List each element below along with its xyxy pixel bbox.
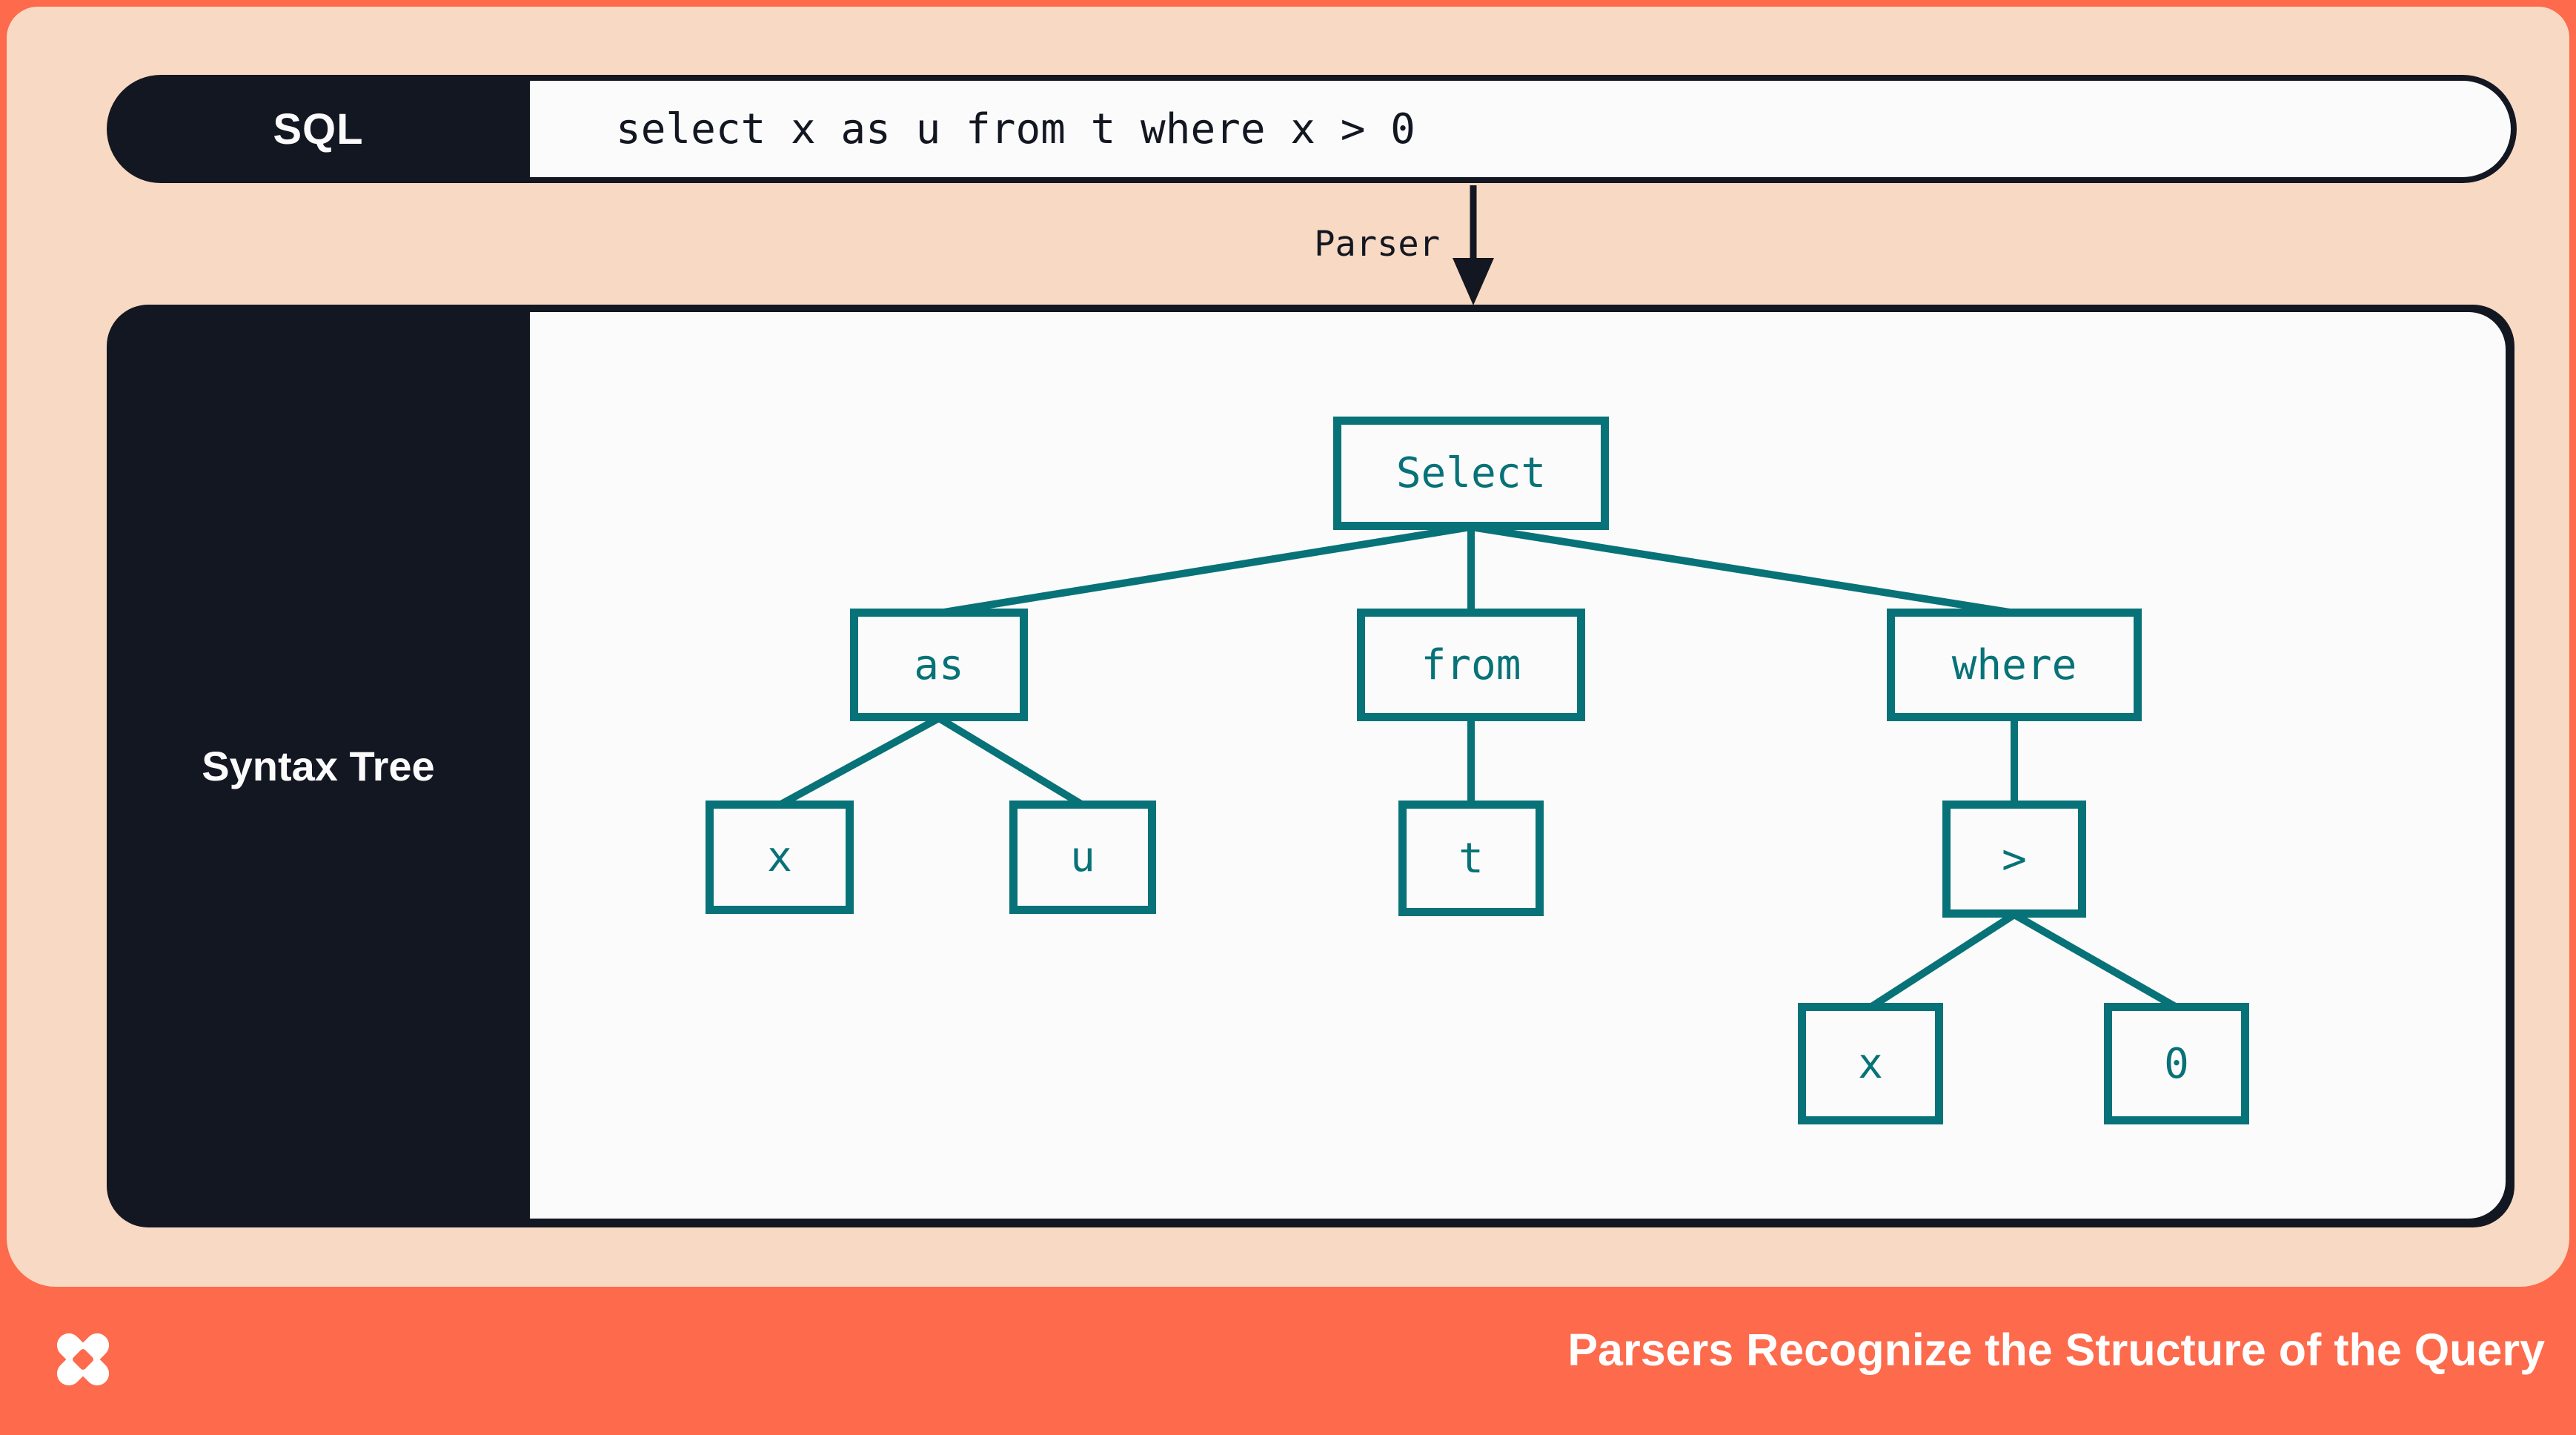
tree-edge-as-u <box>937 715 1085 809</box>
tree-edge-gt-zero <box>2012 911 2179 1011</box>
sql-bar: SQL select x as u from t where x > 0 <box>107 75 2517 183</box>
footer-bar: Parsers Recognize the Structure of the Q… <box>0 1287 2576 1435</box>
tree-node-as: as <box>850 609 1028 721</box>
tree-node-t: t <box>1398 801 1544 916</box>
parser-arrow <box>1453 185 1494 305</box>
tree-node-zero: 0 <box>2104 1003 2249 1124</box>
tree-node-x-cond: x <box>1798 1003 1943 1124</box>
sql-bar-label: SQL <box>273 105 364 153</box>
syntax-tree-label: Syntax Tree <box>202 743 435 789</box>
tree-node-select: Select <box>1333 417 1609 530</box>
tree-node-where: where <box>1887 609 2142 721</box>
tree-edge-as-x-alias <box>777 715 941 809</box>
sql-query-zone: select x as u from t where x > 0 <box>530 81 2511 177</box>
tree-node-from: from <box>1357 609 1585 721</box>
tree-node-u: u <box>1009 801 1156 914</box>
sql-query-text: select x as u from t where x > 0 <box>616 105 1415 153</box>
tree-edge-select-as <box>938 523 1472 617</box>
dolt-x-logo <box>56 1333 110 1386</box>
parser-label: Parser <box>1314 224 1440 265</box>
footer-title: Parsers Recognize the Structure of the Q… <box>1567 1325 2545 1375</box>
tree-node-x-alias: x <box>706 801 854 914</box>
tree-node-gt: > <box>1942 801 2086 918</box>
tree-edge-select-where <box>1470 523 2015 617</box>
tree-edge-gt-x-cond <box>1868 911 2016 1011</box>
parser-arrow-head <box>1453 258 1494 305</box>
